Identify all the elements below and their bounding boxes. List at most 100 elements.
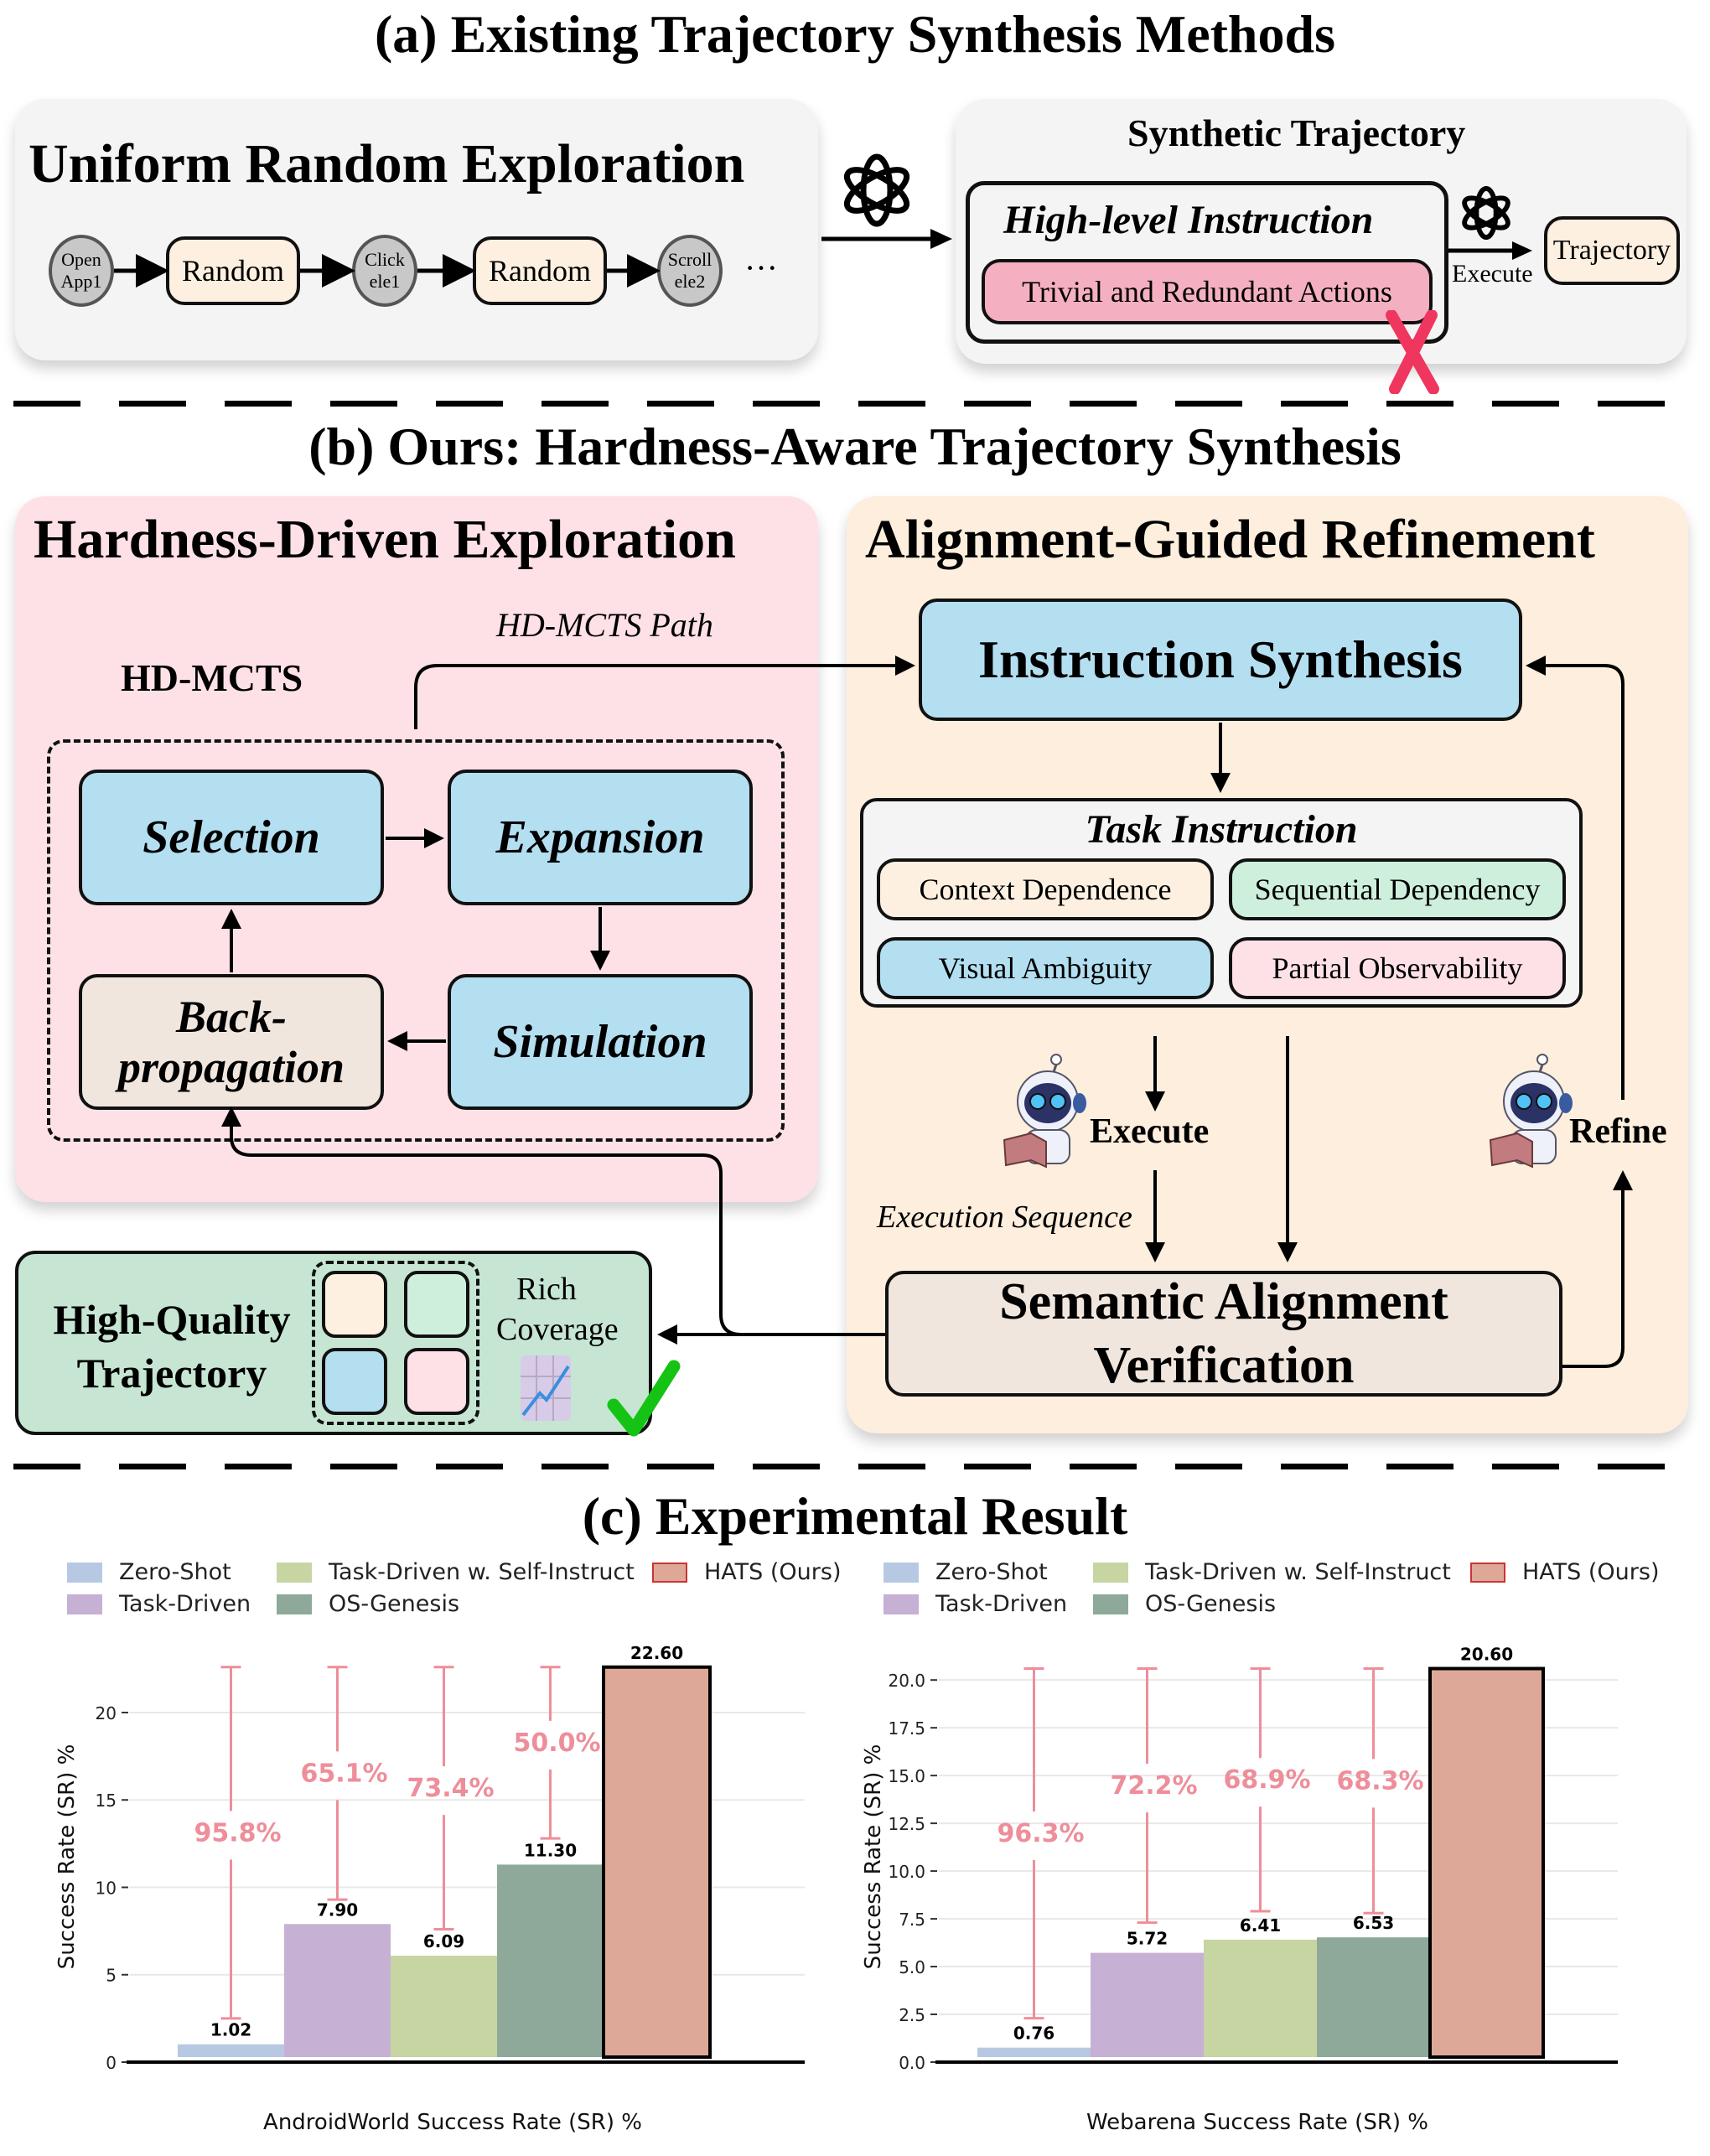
bar	[1428, 1666, 1545, 2059]
bar	[178, 2044, 284, 2057]
gap-label: 96.3%	[997, 1819, 1084, 1848]
bar	[284, 1924, 391, 2057]
mcts-dashed-region	[47, 739, 785, 1142]
y-tick-label: 20.0	[888, 1671, 925, 1691]
legend-item-os-genesis: OS-Genesis	[1093, 1591, 1276, 1617]
y-axis-label: Success Rate (SR) %	[54, 1744, 80, 1970]
category-visual-ambiguity: Visual Ambiguity	[877, 937, 1214, 999]
bar	[1204, 1939, 1317, 2057]
coverage-grid	[312, 1261, 479, 1425]
task-instruction-label: Task Instruction	[1085, 807, 1358, 852]
checkmark-icon	[607, 1360, 681, 1437]
random-flow-arrows	[114, 254, 661, 288]
webarena-chart: 0.0 2.5 5.0 7.5 10.0 12.5 15.0 17.5 20.0 0.76 5.72…	[861, 1645, 1618, 2135]
gap-label: 72.2%	[1110, 1771, 1197, 1801]
robot-reader-icon	[1489, 1054, 1573, 1169]
legend-item-hats: HATS (Ours)	[1470, 1559, 1660, 1585]
arrow-refine-synthesis	[1526, 656, 1624, 1100]
pipeline-connectors	[221, 656, 1633, 1368]
bar	[391, 1956, 497, 2057]
task-instruction-box: Task Instruction Context Dependence Sequ…	[860, 798, 1583, 1008]
synthetic-trajectory-panel: Synthetic Trajectory High-level Instruct…	[956, 99, 1687, 364]
legend-item-hats: HATS (Ours)	[652, 1559, 842, 1585]
execute-arrow	[1448, 241, 1532, 260]
bar-value-label: 6.09	[423, 1931, 464, 1951]
legend-webarena: Zero-Shot Task-Driven w. Self-Instruct H…	[855, 1559, 1710, 1626]
hardness-driven-panel: Hardness-Driven Exploration HD-MCTS Path…	[15, 496, 818, 1202]
bar	[977, 2047, 1091, 2057]
bar-value-label: 5.72	[1127, 1929, 1168, 1949]
y-axis-label: Success Rate (SR) %	[861, 1744, 886, 1970]
y-tick-label: 2.5	[899, 2005, 925, 2025]
y-tick-label: 0.0	[899, 2053, 925, 2073]
androidworld-chart: 051015201.027.906.0911.3022.6095.8%65.1%…	[54, 1643, 805, 2135]
execution-sequence-label: Execution Sequence	[877, 1200, 1132, 1235]
alignment-guided-heading: Alignment-Guided Refinement	[865, 509, 1595, 570]
category-partial-observability: Partial Observability	[1229, 937, 1566, 999]
hd-mcts-label: HD-MCTS	[121, 656, 303, 699]
openai-logo-icon	[843, 153, 910, 227]
bar-value-label: 22.60	[630, 1643, 683, 1663]
x-axis-label: AndroidWorld Success Rate (SR) %	[263, 2110, 642, 2135]
selection-box: Selection	[79, 770, 384, 905]
gap-label: 68.3%	[1336, 1766, 1423, 1796]
y-tick-label: 15.0	[888, 1766, 925, 1786]
bar	[1091, 1952, 1204, 2057]
legend-item-os-genesis: OS-Genesis	[277, 1591, 459, 1617]
y-tick-label: 10.0	[888, 1862, 925, 1882]
hd-mcts-path-label: HD-MCTS Path	[496, 606, 713, 644]
x-axis-label: Webarena Success Rate (SR) %	[1086, 2110, 1428, 2135]
y-tick-label: 17.5	[888, 1718, 925, 1739]
legend-item-self-instruct: Task-Driven w. Self-Instruct	[277, 1559, 635, 1585]
simulation-box: Simulation	[448, 974, 753, 1110]
y-tick-label: 7.5	[899, 1910, 925, 1930]
bar-value-label: 20.60	[1460, 1645, 1513, 1665]
bar-value-label: 7.90	[317, 1899, 358, 1920]
gap-label: 50.0%	[513, 1728, 600, 1758]
bar-value-label: 1.02	[210, 2020, 251, 2040]
coverage-tile-sequential	[404, 1271, 469, 1338]
backpropagation-box: Back-propagation	[79, 974, 384, 1110]
robot-reader-icon	[1003, 1054, 1086, 1169]
instruction-synthesis-box: Instruction Synthesis	[919, 599, 1522, 721]
trajectory-box: Trajectory	[1544, 216, 1680, 285]
y-tick-label: 10	[96, 1878, 117, 1898]
synthetic-trajectory-heading: Synthetic Trajectory	[1127, 111, 1466, 154]
coverage-tile-partial	[404, 1348, 469, 1415]
bar-value-label: 0.76	[1013, 2024, 1054, 2044]
y-tick-label: 12.5	[888, 1814, 925, 1834]
legend-androidworld: Zero-Shot Task-Driven w. Self-Instruct H…	[0, 1559, 855, 1626]
high-level-instruction-label: High-level Instruction	[1003, 198, 1374, 242]
section-b-title: (b) Ours: Hardness-Aware Trajectory Synt…	[308, 417, 1402, 476]
gap-label: 68.9%	[1223, 1765, 1310, 1795]
node-random-1: Random	[166, 236, 300, 305]
bar-value-label: 11.30	[524, 1840, 577, 1860]
gap-label: 95.8%	[194, 1818, 281, 1848]
execute-label: Execute	[1090, 1112, 1210, 1151]
separator-a	[13, 401, 1690, 407]
execute-label: Execute	[1452, 260, 1533, 288]
uniform-random-heading: Uniform Random Exploration	[28, 133, 745, 194]
section-c-title: (c) Experimental Result	[582, 1486, 1128, 1546]
category-sequential-dependency: Sequential Dependency	[1229, 858, 1566, 920]
y-tick-label: 5.0	[899, 1957, 925, 1977]
hd-mcts-path-arrow	[414, 656, 915, 729]
bar-value-label: 6.41	[1240, 1915, 1281, 1936]
legend-item-task-driven: Task-Driven	[67, 1591, 251, 1617]
legend-item-zero-shot: Zero-Shot	[67, 1559, 231, 1585]
y-tick-label: 20	[96, 1703, 117, 1723]
bar	[1317, 1937, 1430, 2057]
legend-item-zero-shot: Zero-Shot	[884, 1559, 1048, 1585]
node-random-2: Random	[473, 236, 607, 305]
bar	[602, 1665, 712, 2059]
gap-label: 65.1%	[300, 1759, 387, 1788]
refine-label: Refine	[1569, 1112, 1667, 1151]
alignment-guided-panel: Alignment-Guided Refinement Instruction …	[847, 496, 1688, 1433]
